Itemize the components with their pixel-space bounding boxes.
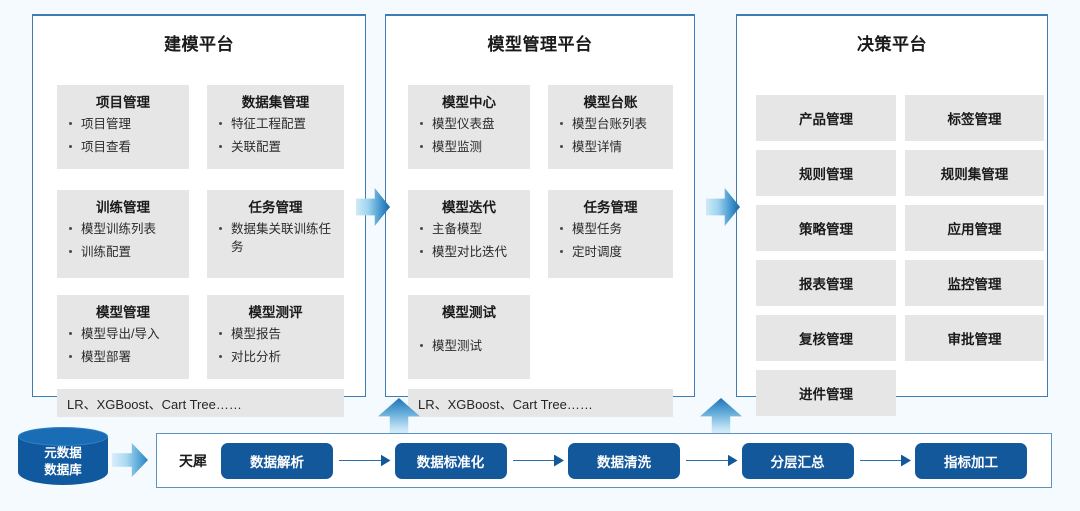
card-title: 任务管理 [583, 200, 638, 215]
tile-approval-management[interactable]: 审批管理 [905, 315, 1044, 361]
panel-modeling-platform: 建模平台 项目管理 项目管理 项目查看 数据集管理 特征工程配置 关联配置 训练… [32, 14, 366, 417]
list-item[interactable]: 模型台账列表 [556, 115, 665, 133]
list-item[interactable]: 关联配置 [215, 138, 336, 156]
cylinder-top [18, 427, 108, 446]
card-title: 模型中心 [442, 95, 496, 110]
arrow-right-icon-management-to-decision [706, 188, 740, 226]
pipeline-arrow-icon-4 [856, 454, 914, 467]
panel-title-model-management: 模型管理平台 [487, 35, 593, 54]
tile-rule-management[interactable]: 规则管理 [756, 150, 896, 196]
pipeline-arrow-icon-3 [682, 454, 740, 467]
tile-application-management[interactable]: 应用管理 [905, 205, 1044, 251]
algorithm-strip-model-management: LR、XGBoost、Cart Tree…… [408, 389, 673, 417]
tile-ruleset-management[interactable]: 规则集管理 [905, 150, 1044, 196]
card-title: 训练管理 [96, 200, 150, 215]
card-title: 模型测试 [442, 305, 496, 320]
list-item[interactable]: 项目管理 [65, 115, 181, 133]
tile-intake-management[interactable]: 进件管理 [756, 370, 896, 416]
data-pipeline: 天犀 数据解析 数据标准化 数据清洗 分层汇总 指标加工 [156, 433, 1052, 488]
pipeline-step-tiered-aggregation[interactable]: 分层汇总 [741, 442, 854, 479]
card-title: 模型测评 [248, 305, 303, 320]
panel-model-management-platform: 模型管理平台 模型中心 模型仪表盘 模型监测 模型台账 模型台账列表 模型详情 … [385, 14, 695, 417]
algorithm-strip-modeling: LR、XGBoost、Cart Tree…… [57, 389, 344, 417]
card-item-list: 数据集关联训练任务 [215, 220, 336, 256]
card-model-evaluation[interactable]: 模型测评 模型报告 对比分析 [207, 295, 344, 379]
list-item[interactable]: 模型对比迭代 [416, 243, 522, 261]
card-item-list: 模型训练列表 训练配置 [65, 220, 181, 261]
pipeline-arrow-icon-1 [335, 454, 393, 467]
database-label-line1: 元数据 [44, 446, 82, 460]
card-model-iteration[interactable]: 模型迭代 主备模型 模型对比迭代 [408, 190, 530, 278]
pipeline-step-metric-processing[interactable]: 指标加工 [915, 442, 1027, 479]
list-item[interactable]: 模型导出/导入 [65, 325, 181, 343]
card-item-list: 主备模型 模型对比迭代 [416, 220, 522, 261]
tile-product-management[interactable]: 产品管理 [756, 95, 896, 141]
list-item[interactable]: 主备模型 [416, 220, 522, 238]
tile-strategy-management[interactable]: 策略管理 [756, 205, 896, 251]
panel-title-decision: 决策平台 [857, 35, 927, 54]
card-task-management-2[interactable]: 任务管理 模型任务 定时调度 [548, 190, 673, 278]
panel-title-modeling: 建模平台 [164, 35, 234, 54]
list-item[interactable]: 模型训练列表 [65, 220, 181, 238]
card-item-list: 项目管理 项目查看 [65, 115, 181, 156]
list-item[interactable]: 数据集关联训练任务 [215, 220, 336, 256]
list-item[interactable]: 模型报告 [215, 325, 336, 343]
list-item[interactable]: 模型详情 [556, 138, 665, 156]
tile-monitoring-management[interactable]: 监控管理 [905, 260, 1044, 306]
card-title: 模型管理 [96, 305, 150, 320]
card-title: 项目管理 [96, 95, 150, 110]
pipeline-step-data-cleaning[interactable]: 数据清洗 [568, 442, 680, 479]
list-item[interactable]: 定时调度 [556, 243, 665, 261]
pipeline-label: 天犀 [179, 452, 207, 469]
card-title: 数据集管理 [241, 95, 310, 110]
list-item[interactable]: 模型部署 [65, 348, 181, 366]
list-item[interactable]: 模型任务 [556, 220, 665, 238]
card-title: 模型台账 [583, 95, 638, 110]
database-label-line2: 数据库 [44, 462, 82, 477]
card-item-list: 特征工程配置 关联配置 [215, 115, 336, 156]
panel-decision-platform: 决策平台 产品管理 标签管理 规则管理 规则集管理 策略管理 应用管理 报表管理… [736, 14, 1048, 416]
card-item-list: 模型台账列表 模型详情 [556, 115, 665, 156]
card-model-center[interactable]: 模型中心 模型仪表盘 模型监测 [408, 85, 530, 169]
card-dataset-management[interactable]: 数据集管理 特征工程配置 关联配置 [207, 85, 344, 169]
card-item-list: 模型导出/导入 模型部署 [65, 325, 181, 366]
card-project-management[interactable]: 项目管理 项目管理 项目查看 [57, 85, 189, 169]
card-item-list: 模型测试 [416, 337, 522, 355]
card-title: 模型迭代 [442, 200, 496, 215]
tile-report-management[interactable]: 报表管理 [756, 260, 896, 306]
list-item[interactable]: 训练配置 [65, 243, 181, 261]
card-training-management[interactable]: 训练管理 模型训练列表 训练配置 [57, 190, 189, 278]
card-model-test[interactable]: 模型测试 模型测试 [408, 295, 530, 379]
card-title: 任务管理 [248, 200, 303, 215]
pipeline-arrow-icon-2 [509, 454, 567, 467]
database-label: 元数据 数据库 [18, 445, 108, 479]
card-item-list: 模型仪表盘 模型监测 [416, 115, 522, 156]
list-item[interactable]: 模型测试 [416, 337, 522, 355]
list-item[interactable]: 对比分析 [215, 348, 336, 366]
card-task-management[interactable]: 任务管理 数据集关联训练任务 [207, 190, 344, 278]
card-item-list: 模型任务 定时调度 [556, 220, 665, 261]
card-model-management[interactable]: 模型管理 模型导出/导入 模型部署 [57, 295, 189, 379]
card-model-ledger[interactable]: 模型台账 模型台账列表 模型详情 [548, 85, 673, 169]
pipeline-step-data-parsing[interactable]: 数据解析 [221, 442, 333, 479]
tile-review-management[interactable]: 复核管理 [756, 315, 896, 361]
tile-label-management[interactable]: 标签管理 [905, 95, 1044, 141]
metadata-database-icon: 元数据 数据库 [18, 427, 108, 493]
list-item[interactable]: 特征工程配置 [215, 115, 336, 133]
list-item[interactable]: 模型监测 [416, 138, 522, 156]
arrow-right-icon-database-to-pipeline [112, 443, 148, 477]
pipeline-step-data-standardization[interactable]: 数据标准化 [394, 442, 507, 479]
list-item[interactable]: 模型仪表盘 [416, 115, 522, 133]
list-item[interactable]: 项目查看 [65, 138, 181, 156]
arrow-up-icon-pipeline-to-management [700, 398, 742, 438]
card-item-list: 模型报告 对比分析 [215, 325, 336, 366]
